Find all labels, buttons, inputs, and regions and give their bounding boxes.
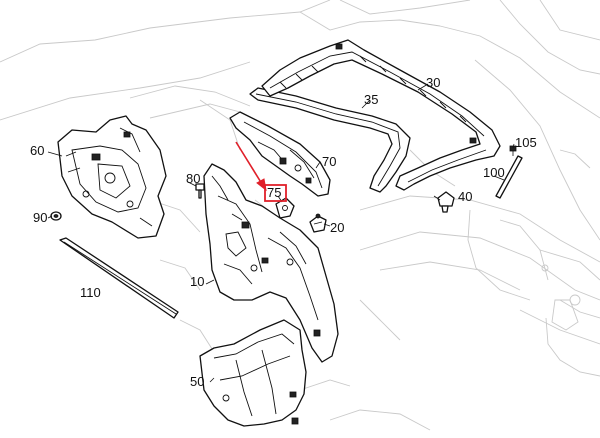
part-30-frame: [261, 39, 501, 191]
callout-20: 20: [330, 220, 344, 235]
part-60-bracket-panel: [57, 115, 167, 239]
part-110-seal-strip: [59, 237, 179, 319]
callout-40: 40: [458, 189, 472, 204]
callout-60: 60: [30, 143, 44, 158]
part-50-lower-liner: [199, 319, 307, 427]
callout-35: 35: [364, 92, 378, 107]
callout-105: 105: [515, 135, 537, 150]
part-20-clip: [309, 213, 327, 233]
part-35-curved-strip: [249, 87, 411, 193]
part-10-wheelhouse-panel: [203, 163, 339, 363]
leader-lines: [47, 83, 515, 383]
callout-90: 90: [33, 210, 47, 225]
part-105-fastener: [509, 145, 517, 156]
callout-50: 50: [190, 374, 204, 389]
callout-10: 10: [190, 274, 204, 289]
callout-70: 70: [322, 154, 336, 169]
part-80-bolt: [195, 183, 205, 199]
part-40-grommet: [437, 191, 455, 213]
part-90-nut: [50, 211, 62, 221]
callout-75: 75: [267, 185, 281, 200]
highlight-box: [264, 184, 287, 202]
callout-100: 100: [483, 165, 505, 180]
callout-110: 110: [80, 285, 101, 300]
part-100-rod: [495, 155, 523, 199]
callout-80: 80: [186, 171, 200, 186]
part-70-upper-rail: [229, 111, 331, 197]
callout-30: 30: [426, 75, 440, 90]
